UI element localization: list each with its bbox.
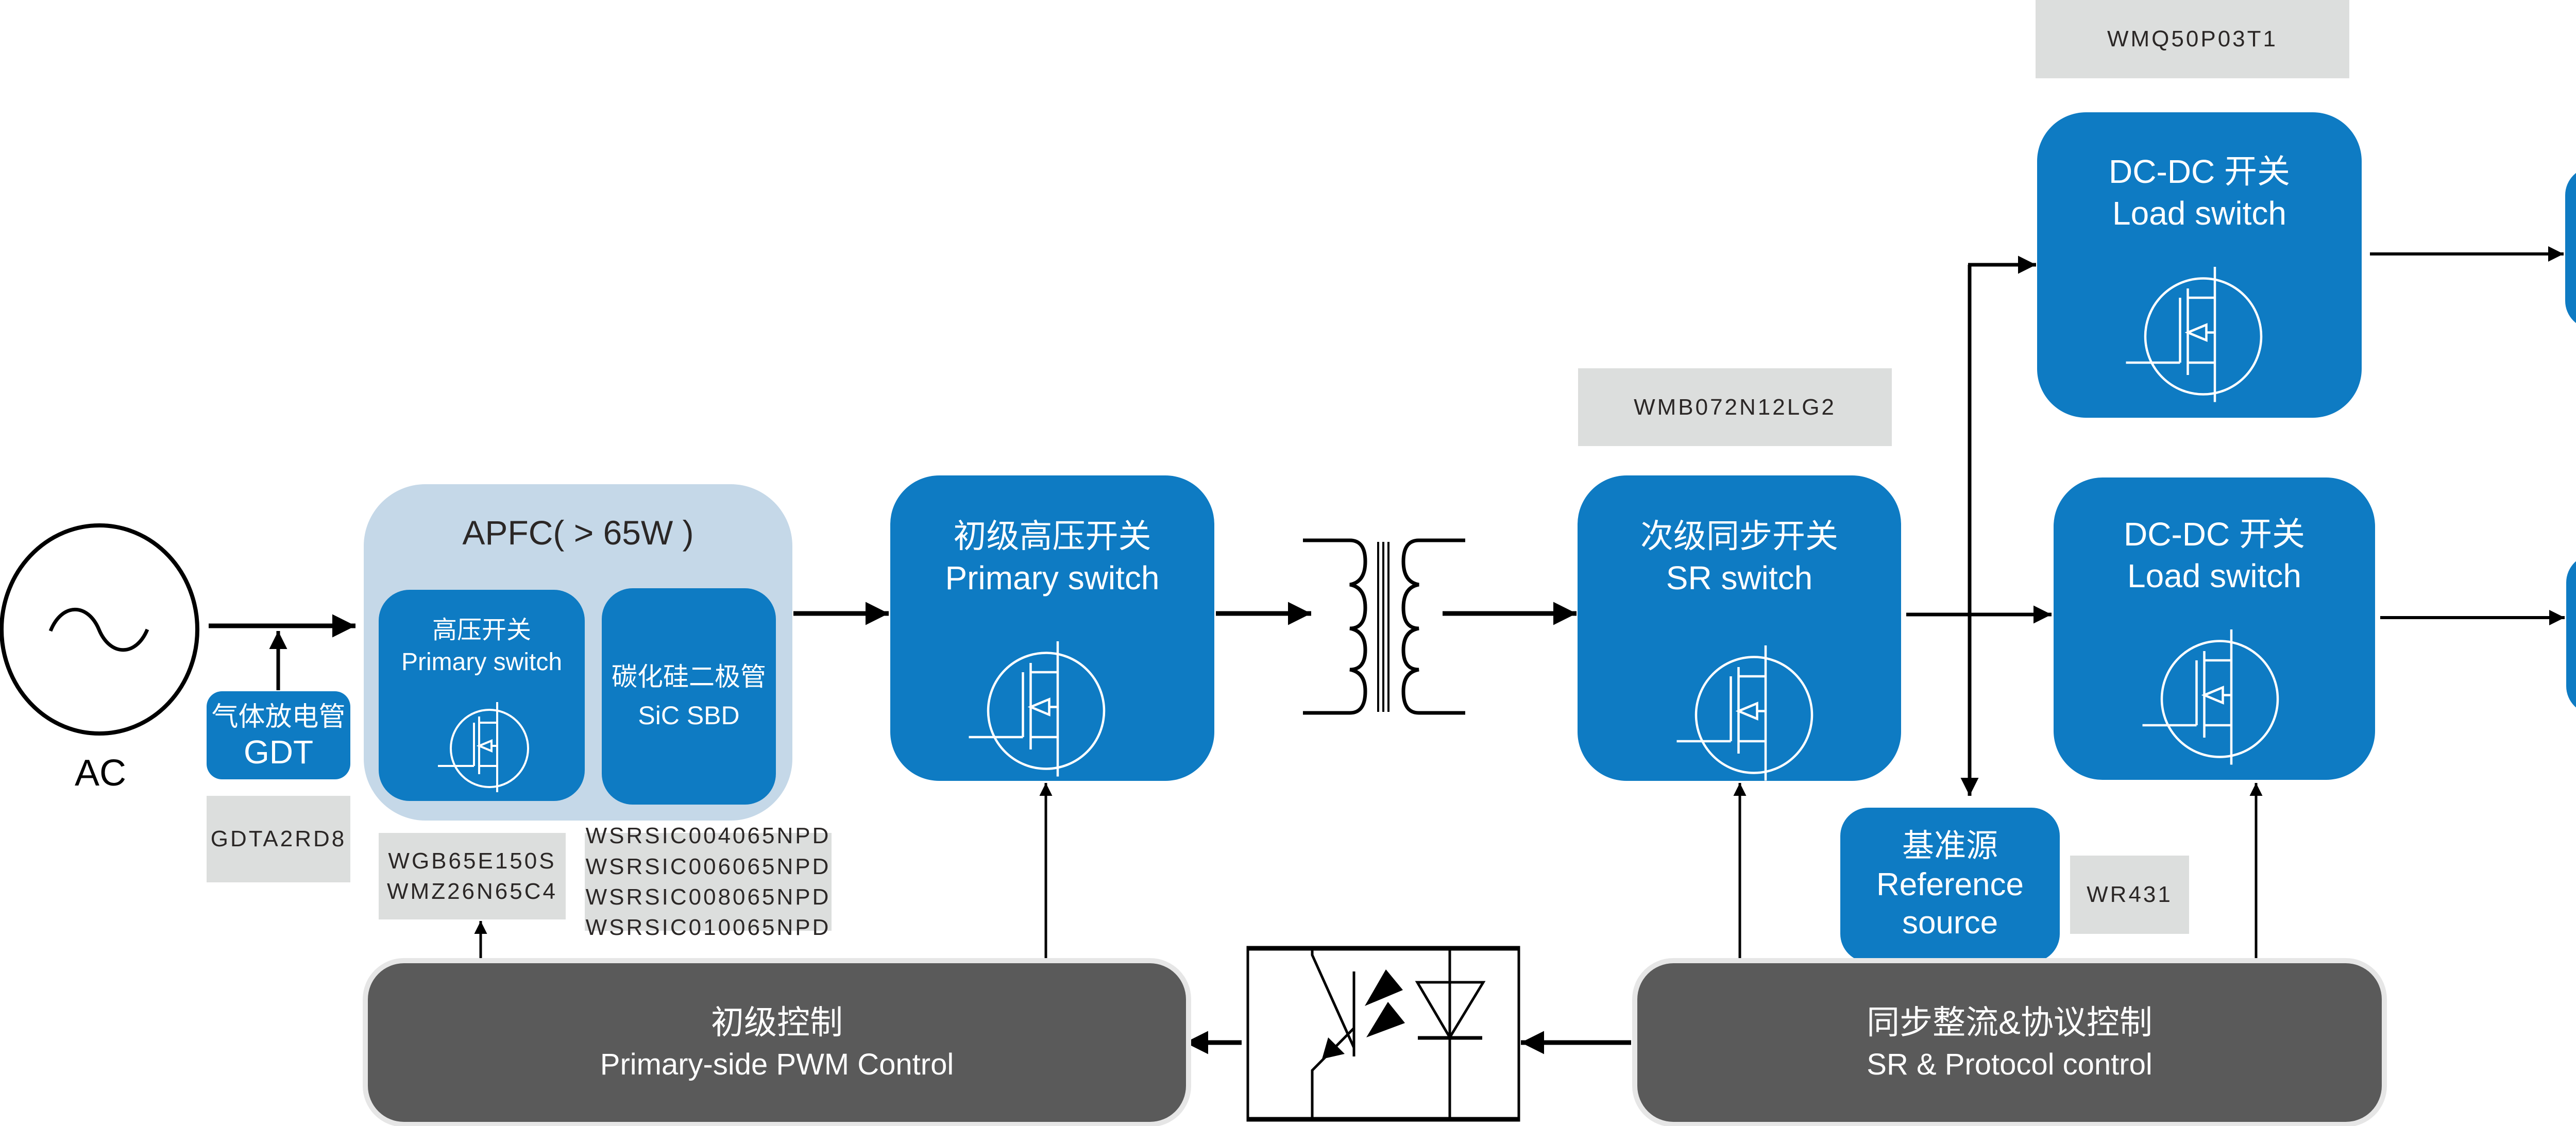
apfc-primary-switch-block[interactable]: 高压开关 Primary switch <box>379 590 585 801</box>
mosfet-icon <box>2142 629 2279 765</box>
sic-en-label: SiC SBD <box>638 701 740 730</box>
part-number: WSRSIC008065NPD <box>585 884 831 910</box>
gdt-cn-label: 气体放电管 <box>211 702 346 732</box>
dcdc-top-cn-label: DC-DC 开关 <box>2109 153 2290 190</box>
part-number: WMQ50P03T1 <box>2107 26 2278 52</box>
ac-label: AC <box>74 753 127 794</box>
sr-part-box: WMB072N12LG2 <box>1578 368 1892 446</box>
part-number: WSRSIC010065NPD <box>585 915 831 941</box>
primary-en-label: Primary switch <box>945 559 1160 596</box>
mosfet-icon <box>969 641 1106 777</box>
mosfet-icon <box>438 702 529 792</box>
part-number: WGB65E150S <box>388 848 556 874</box>
sic-cn-label: 碳化硅二极管 <box>612 662 766 691</box>
reference-part-box: WR431 <box>2070 856 2189 934</box>
gdt-block[interactable]: 气体放电管 GDT <box>207 691 350 779</box>
mosfet-icon <box>1676 645 1814 781</box>
primary-control-block[interactable]: 初级控制 Primary-side PWM Control <box>368 963 1186 1122</box>
sic-part-box: WSRSIC004065NPD WSRSIC006065NPD WSRSIC00… <box>585 823 832 940</box>
reference-source-block[interactable]: 基准源 Reference source <box>1840 808 2060 962</box>
sr-control-en-label: SR & Protocol control <box>1867 1048 2153 1082</box>
sic-sbd-block[interactable]: 碳化硅二极管 SiC SBD <box>602 588 776 805</box>
apfc-primary-cn-label: 高压开关 <box>432 617 531 644</box>
apfc-primary-en-label: Primary switch <box>401 649 563 676</box>
part-number: WR431 <box>2087 882 2173 908</box>
sr-switch-block[interactable]: 次级同步开关 SR switch <box>1578 475 1901 781</box>
primary-hv-switch-block[interactable]: 初级高压开关 Primary switch <box>890 475 1214 781</box>
reference-cn-label: 基准源 <box>1902 828 1998 864</box>
dcdc-top-block[interactable]: DC-DC 开关 Load switch <box>2037 112 2362 418</box>
dcdc-bottom-en-label: Load switch <box>2127 557 2301 594</box>
typec-top-block[interactable]: Type-C 接口 Type-C connect <box>2565 167 2576 329</box>
optocoupler-icon <box>1246 946 1520 1122</box>
apfc-title: APFC( > 65W ) <box>462 514 694 552</box>
reference-en-label-1: Reference <box>1876 866 2024 902</box>
transformer-icon <box>1303 538 1465 715</box>
apfc-switch-part-box: WGB65E150S WMZ26N65C4 <box>379 833 566 919</box>
sr-control-cn-label: 同步整流&协议控制 <box>1867 1003 2153 1041</box>
part-number: WMB072N12LG2 <box>1634 394 1836 420</box>
dcdc-bottom-cn-label: DC-DC 开关 <box>2124 516 2305 553</box>
sr-en-label: SR switch <box>1666 559 1813 596</box>
part-number: WSRSIC006065NPD <box>585 854 831 879</box>
primary-control-en-label: Primary-side PWM Control <box>600 1048 954 1082</box>
part-number: WSRSIC004065NPD <box>585 823 831 849</box>
sr-cn-label: 次级同步开关 <box>1640 518 1838 555</box>
dcdc-top-part-box: WMQ50P03T1 <box>2036 0 2349 78</box>
sr-protocol-control-block[interactable]: 同步整流&协议控制 SR & Protocol control <box>1637 963 2382 1122</box>
typec-bottom-block[interactable]: Type-C 接口 Type-C connect <box>2566 554 2576 714</box>
part-number: GDTA2RD8 <box>210 826 347 852</box>
gdt-part-box: GDTA2RD8 <box>207 796 350 882</box>
dcdc-top-en-label: Load switch <box>2112 195 2286 232</box>
reference-en-label-2: source <box>1902 905 1998 941</box>
primary-control-cn-label: 初级控制 <box>711 1003 843 1041</box>
primary-cn-label: 初级高压开关 <box>953 518 1151 555</box>
part-number: WMZ26N65C4 <box>387 879 557 904</box>
ac-sine-source-icon <box>0 523 199 736</box>
gdt-en-label: GDT <box>243 733 314 771</box>
dcdc-bottom-block[interactable]: DC-DC 开关 Load switch <box>2054 477 2375 780</box>
mosfet-icon <box>2126 267 2263 402</box>
